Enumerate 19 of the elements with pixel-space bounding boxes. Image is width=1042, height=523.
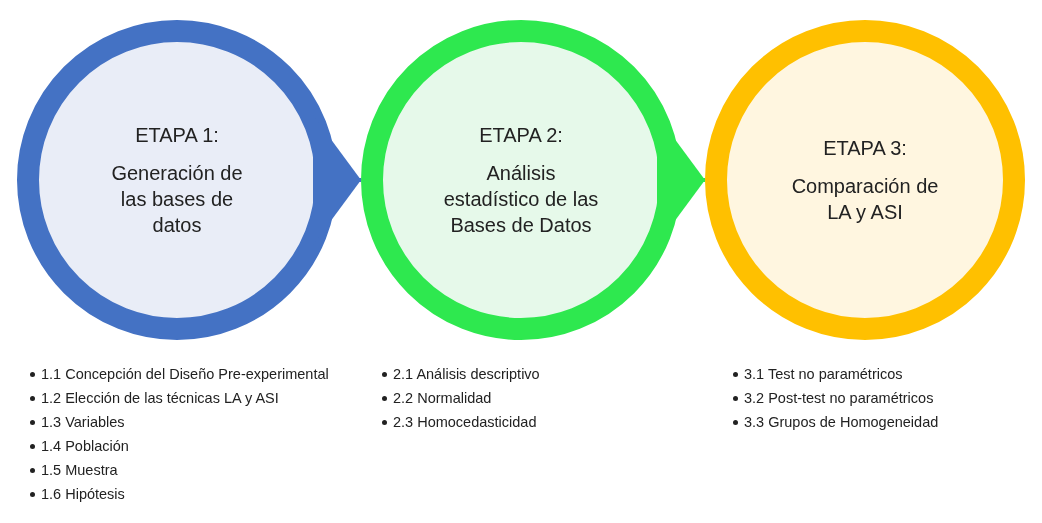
bullet-item: 1.3 Variables [41,413,125,432]
bullet-item: 1.1 Concepción del Diseño Pre-experimental [41,365,329,384]
stage-circle [705,20,1025,340]
stage-title: Generación de las bases de datos [110,161,244,238]
stage-title: Análisis estadístico de las Bases de Datos [442,161,600,238]
stage-heading: ETAPA 3: [823,136,907,161]
stage-heading: ETAPA 2: [479,123,563,148]
bullet-item: 3.3 Grupos de Homogeneidad [744,413,939,432]
stage-heading: ETAPA 1: [135,123,219,148]
bullet-item: 2.3 Homocedasticidad [393,413,537,432]
bullet-item: 1.4 Población [41,437,129,456]
bullet-item: 3.2 Post-test no paramétricos [744,389,934,408]
bullet-item: 2.1 Análisis descriptivo [393,365,540,384]
bullet-item: 1.2 Elección de las técnicas LA y ASI [41,389,279,408]
bullet-item: 1.5 Muestra [41,461,118,480]
bullet-item: 2.2 Normalidad [393,389,492,408]
bullet-item: 3.1 Test no paramétricos [744,365,903,384]
stage-title: Comparación de LA y ASI [790,174,940,225]
bullet-item: 1.6 Hipótesis [41,485,125,504]
